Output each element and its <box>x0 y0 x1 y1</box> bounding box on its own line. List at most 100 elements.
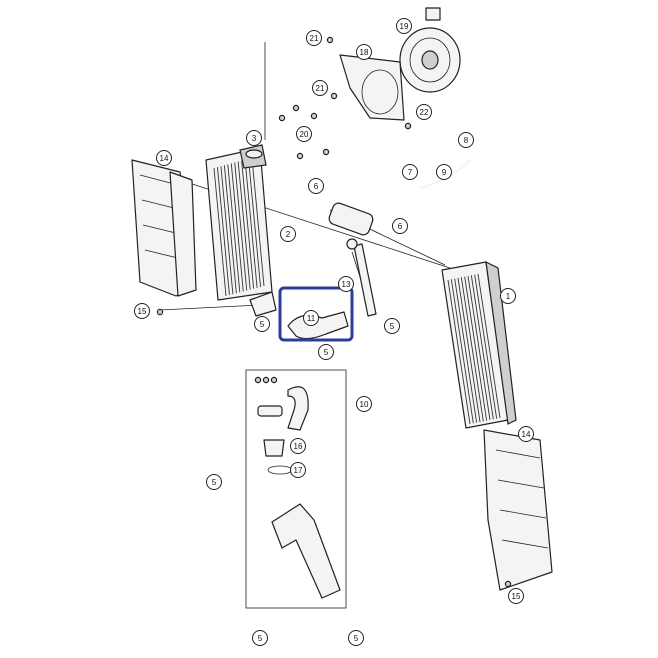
bolt <box>254 376 262 384</box>
bolt <box>310 112 318 120</box>
callout-c5f: 5 <box>348 630 364 646</box>
kit-box-10 <box>245 369 347 609</box>
bolt <box>296 152 304 160</box>
callout-c20: 20 <box>296 126 312 142</box>
radiator-fin <box>248 158 261 287</box>
callout-number: 22 <box>420 108 429 117</box>
callout-c5e: 5 <box>252 630 268 646</box>
callout-number: 6 <box>398 222 403 231</box>
callout-number: 13 <box>342 280 351 289</box>
radiator-fin <box>220 166 234 295</box>
callout-c8: 8 <box>458 132 474 148</box>
callout-number: 14 <box>160 154 169 163</box>
fan-bracket <box>339 54 405 121</box>
radiator-fin <box>213 167 227 297</box>
t-fitting <box>328 202 374 250</box>
callout-c5c: 5 <box>318 344 334 360</box>
callout-number: 1 <box>506 292 511 301</box>
radiator-right <box>441 260 517 429</box>
radiator-fin <box>244 159 258 288</box>
callout-number: 8 <box>464 136 469 145</box>
bolt <box>322 148 330 156</box>
callout-number: 5 <box>258 634 263 643</box>
highlight-box-part-11 <box>278 286 354 342</box>
callout-number: 5 <box>390 322 395 331</box>
callout-c6b: 6 <box>392 218 408 234</box>
callout-c21a: 21 <box>306 30 322 46</box>
callout-labels: 1 2 3 5 5 5 5 5 5 6 6 7 8 9 10 11 13 14 14 15 15 16 17 18 19 20 21… <box>134 18 534 646</box>
bolt <box>404 122 412 130</box>
callout-c3: 3 <box>246 130 262 146</box>
radiator-fin <box>474 274 498 419</box>
radiator-fin <box>230 163 244 292</box>
radiator-fin <box>454 278 478 423</box>
callout-number: 3 <box>252 134 257 143</box>
callout-c15a: 15 <box>134 303 150 319</box>
callout-c21b: 21 <box>312 80 328 96</box>
bolt <box>504 580 512 588</box>
callout-number: 11 <box>307 314 316 323</box>
callout-c9: 9 <box>436 164 452 180</box>
callout-c17: 17 <box>290 462 306 478</box>
callout-c5b: 5 <box>384 318 400 334</box>
bolt <box>156 308 164 316</box>
hose-pipe-13 <box>353 243 377 317</box>
callout-number: 5 <box>260 320 265 329</box>
callout-c18: 18 <box>356 44 372 60</box>
callout-number: 21 <box>316 84 325 93</box>
callout-c14b: 14 <box>518 426 534 442</box>
bolt <box>292 104 300 112</box>
bolt <box>326 36 334 44</box>
callout-number: 17 <box>294 466 303 475</box>
callout-c7: 7 <box>402 164 418 180</box>
radiator-cap <box>245 149 263 159</box>
callout-c22: 22 <box>416 104 432 120</box>
radiator-fin <box>217 167 230 296</box>
callout-c6a: 6 <box>308 178 324 194</box>
callout-c13: 13 <box>338 276 354 292</box>
callout-number: 7 <box>408 168 413 177</box>
bolt <box>330 92 338 100</box>
radiator-fin <box>450 279 474 424</box>
radiator-fin <box>447 279 471 425</box>
hose-11 <box>287 311 349 340</box>
callout-c15b: 15 <box>508 588 524 604</box>
callout-c1: 1 <box>500 288 516 304</box>
callout-number: 14 <box>522 430 531 439</box>
radiator-fin <box>234 162 248 291</box>
radiator-guard-left <box>131 159 197 297</box>
bolt <box>278 114 286 122</box>
radiator-fin <box>460 277 484 422</box>
radiator-guard-right <box>483 429 553 591</box>
callout-c5a: 5 <box>254 316 270 332</box>
callout-number: 16 <box>294 442 303 451</box>
radiator-fin <box>467 275 491 421</box>
radiator-fin <box>223 165 237 294</box>
callout-number: 5 <box>212 478 217 487</box>
callout-c16: 16 <box>290 438 306 454</box>
callout-c2: 2 <box>280 226 296 242</box>
radiator-fin <box>464 276 488 421</box>
radiator-fin <box>477 273 501 419</box>
callout-c14a: 14 <box>156 150 172 166</box>
callout-c5d: 5 <box>206 474 222 490</box>
callout-number: 10 <box>360 400 369 409</box>
radiator-left <box>205 144 277 317</box>
callout-number: 19 <box>400 22 409 31</box>
callout-number: 18 <box>360 48 369 57</box>
callout-number: 6 <box>314 182 319 191</box>
callout-number: 2 <box>286 230 291 239</box>
callout-number: 15 <box>512 592 521 601</box>
radiator-fin <box>251 157 265 287</box>
radiator-fin <box>237 161 251 290</box>
radiator-fin <box>241 160 255 289</box>
callout-number: 15 <box>138 307 147 316</box>
callout-number: 5 <box>354 634 359 643</box>
radiator-fin <box>457 277 481 423</box>
radiator-fin <box>470 275 494 420</box>
callout-c11: 11 <box>303 310 319 326</box>
callout-number: 21 <box>310 34 319 43</box>
callout-number: 20 <box>300 130 309 139</box>
